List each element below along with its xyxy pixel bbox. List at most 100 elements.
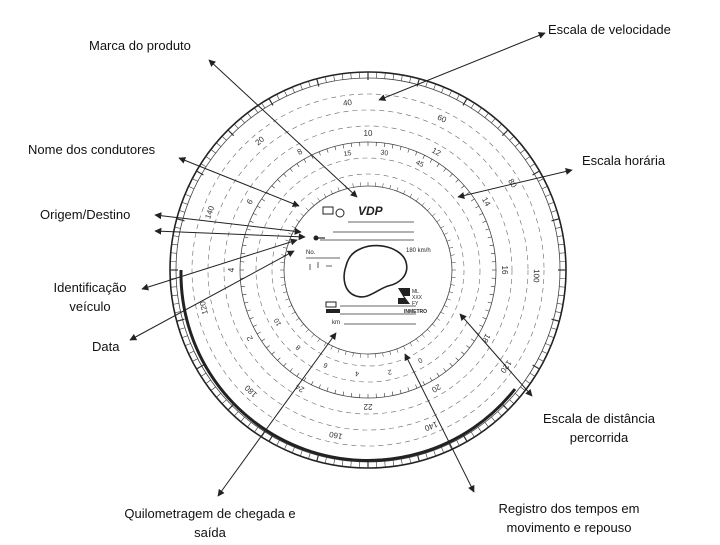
disc-tick xyxy=(391,391,394,396)
arrow-data xyxy=(129,250,295,341)
disc-tick xyxy=(557,303,564,305)
disc-tick xyxy=(391,144,394,149)
disc-tick xyxy=(558,243,565,246)
key-icon xyxy=(313,235,325,241)
disc-tick xyxy=(401,459,403,466)
disc-tick xyxy=(449,291,454,294)
disc-tick xyxy=(300,323,304,327)
disc-tick xyxy=(344,351,347,356)
disc-scale-number: 60 xyxy=(436,113,448,125)
label-nome-dos-condutores: Nome dos condutores xyxy=(28,142,156,157)
label-identificacao-line-2: veículo xyxy=(69,299,111,314)
disc-scale-number: 4 xyxy=(227,267,236,272)
disc-tick xyxy=(432,213,436,217)
disc-tick xyxy=(436,163,440,168)
disc-tick xyxy=(436,219,441,223)
disc-tick xyxy=(196,364,204,370)
disc-tick xyxy=(179,210,185,213)
disc-no-label: No. xyxy=(306,250,316,256)
disc-tick xyxy=(555,311,562,314)
label-quilometragem-line-2: saída xyxy=(194,525,226,540)
disc-scale-number: 4 xyxy=(355,369,360,376)
disc-tick xyxy=(396,187,399,192)
date-marks xyxy=(309,262,332,270)
disc-tick xyxy=(491,118,496,124)
tachograph-disc: 2040608010012014016018012014024246810121… xyxy=(169,71,567,469)
disc-tick xyxy=(489,244,494,247)
label-escala-horaria: Escala horária xyxy=(582,153,666,168)
disc-ring-2 xyxy=(207,109,529,431)
label-marca-do-produto: Marca do produto xyxy=(89,38,191,53)
disc-tick xyxy=(440,225,445,229)
label-origem-destino: Origem/Destino xyxy=(40,207,131,222)
stamp-line-2: XXX xyxy=(412,295,423,301)
distance-icon xyxy=(325,301,340,313)
label-quilometragem: Quilometragem de chegada e saída xyxy=(110,504,310,542)
disc-tick xyxy=(399,389,402,394)
vehicle-icon xyxy=(322,206,345,218)
disc-tick xyxy=(407,148,410,153)
disc-tick xyxy=(210,386,216,391)
disc-tick xyxy=(192,358,198,362)
disc-scale-number: 15 xyxy=(343,150,352,158)
arrow-horaria xyxy=(457,168,573,199)
disc-tick xyxy=(449,173,453,177)
disc-tick xyxy=(449,246,454,249)
label-escala-de-velocidade: Escala de velocidade xyxy=(548,22,671,37)
disc-tick xyxy=(429,158,433,163)
disc-scale-number: 30 xyxy=(380,149,389,157)
disc-tick xyxy=(557,235,564,237)
disc-tick xyxy=(444,305,448,308)
disc-tick xyxy=(427,207,431,211)
label-quilometragem-line-1: Quilometragem de chegada e xyxy=(124,506,296,521)
disc-tick xyxy=(409,193,413,198)
disc-brand-text: VDP xyxy=(358,204,384,218)
disc-tick xyxy=(491,416,496,422)
disc-tick xyxy=(415,338,419,343)
disc-scale-number: 45 xyxy=(415,159,425,169)
disc-tick xyxy=(538,358,544,362)
disc-tick xyxy=(477,427,482,433)
disc-scale-number: 100 xyxy=(532,269,541,283)
label-identificacao-veiculo: Identificação veículo xyxy=(35,278,145,316)
disc-tick xyxy=(403,190,406,194)
disc-tick xyxy=(341,460,344,467)
disc-tick xyxy=(436,317,441,321)
disc-tick xyxy=(389,184,392,189)
disc-tick xyxy=(548,335,555,339)
label-data: Data xyxy=(92,339,120,354)
disc-tick xyxy=(350,461,352,468)
label-distancia-line-2: percorrida xyxy=(569,430,629,445)
arrow-condutores xyxy=(178,157,300,207)
arrow-distancia xyxy=(459,313,533,397)
disc-tick xyxy=(422,155,425,159)
disc-tick xyxy=(470,102,475,109)
disc-tick xyxy=(551,327,557,330)
label-identificacao-line-1: Identificação xyxy=(53,280,127,295)
label-registro-dos-tempos: Registro dos tempos em movimento e repou… xyxy=(484,499,654,537)
label-escala-de-distancia: Escala de distância percorrida xyxy=(528,409,670,447)
disc-tick xyxy=(487,301,492,304)
disc-tick xyxy=(555,226,562,229)
disc-tick xyxy=(352,352,354,357)
disc-tick xyxy=(440,311,445,315)
disc-tick xyxy=(485,309,490,312)
disc-tick xyxy=(485,228,490,231)
disc-tick xyxy=(541,350,548,354)
disc-tick xyxy=(450,254,455,256)
disc-tick xyxy=(559,286,566,288)
disc-speed-max: 180 km/h xyxy=(406,248,431,254)
disc-tick xyxy=(484,112,489,118)
inmetro-text: INMETRO xyxy=(404,309,427,315)
disc-tick xyxy=(399,146,402,151)
disc-scale-number: 2 xyxy=(387,368,392,376)
arrow-quilometragem xyxy=(217,332,337,497)
disc-tick xyxy=(396,348,399,353)
label-distancia-line-1: Escala de distância xyxy=(542,411,655,426)
arrow-registro xyxy=(404,353,475,493)
disc-tick xyxy=(383,392,386,397)
arrows xyxy=(129,32,573,497)
disc-tick xyxy=(529,163,536,168)
disc-tick xyxy=(509,136,515,141)
